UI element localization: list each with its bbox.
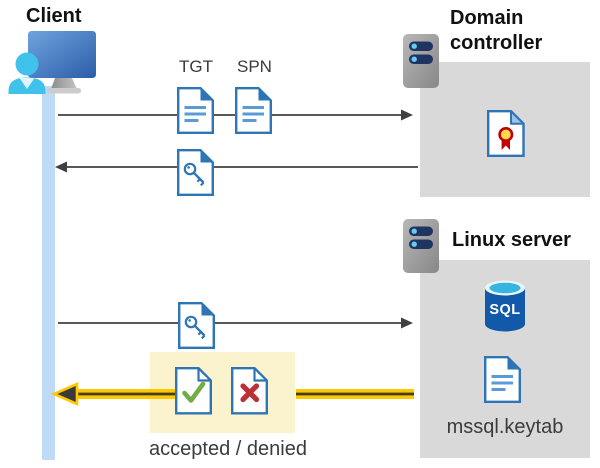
key-ticket-document-icon [178, 302, 215, 349]
sql-database-icon: SQL [485, 280, 525, 332]
arrow-ticket-to-linux [58, 317, 413, 329]
client-title: Client [26, 5, 82, 27]
keytab-file-label: mssql.keytab [446, 416, 564, 438]
linux-server-icon [403, 219, 439, 273]
denied-document-icon [231, 367, 268, 415]
spn-document-icon [235, 87, 272, 134]
certificate-icon [487, 110, 525, 157]
arrow-accept-deny [50, 382, 414, 406]
check-icon [182, 381, 206, 403]
rosette-icon [498, 126, 514, 142]
person-icon [15, 52, 39, 76]
sql-badge-label: SQL [489, 302, 520, 318]
monitor-icon [28, 31, 96, 78]
linux-server-title: Linux server [452, 229, 571, 251]
domain-controller-title: Domain controller [450, 7, 543, 54]
x-icon [240, 383, 260, 403]
client-device-icon [8, 31, 96, 94]
dc-server-icon [403, 34, 439, 88]
tgt-document-icon [177, 87, 214, 134]
accepted-document-icon [175, 367, 212, 415]
result-label: accepted / denied [149, 438, 307, 460]
spn-label: SPN [237, 57, 272, 76]
client-lifeline [42, 86, 55, 460]
key-icon [184, 315, 206, 340]
key-icon [183, 162, 205, 187]
arrow-request-tgt-spn [58, 109, 413, 121]
key-ticket-document-icon [177, 149, 214, 196]
keytab-document-icon [484, 356, 521, 403]
tgt-label: TGT [179, 57, 213, 76]
arrow-ticket-response [55, 161, 418, 173]
ribbon-icon [501, 139, 510, 150]
